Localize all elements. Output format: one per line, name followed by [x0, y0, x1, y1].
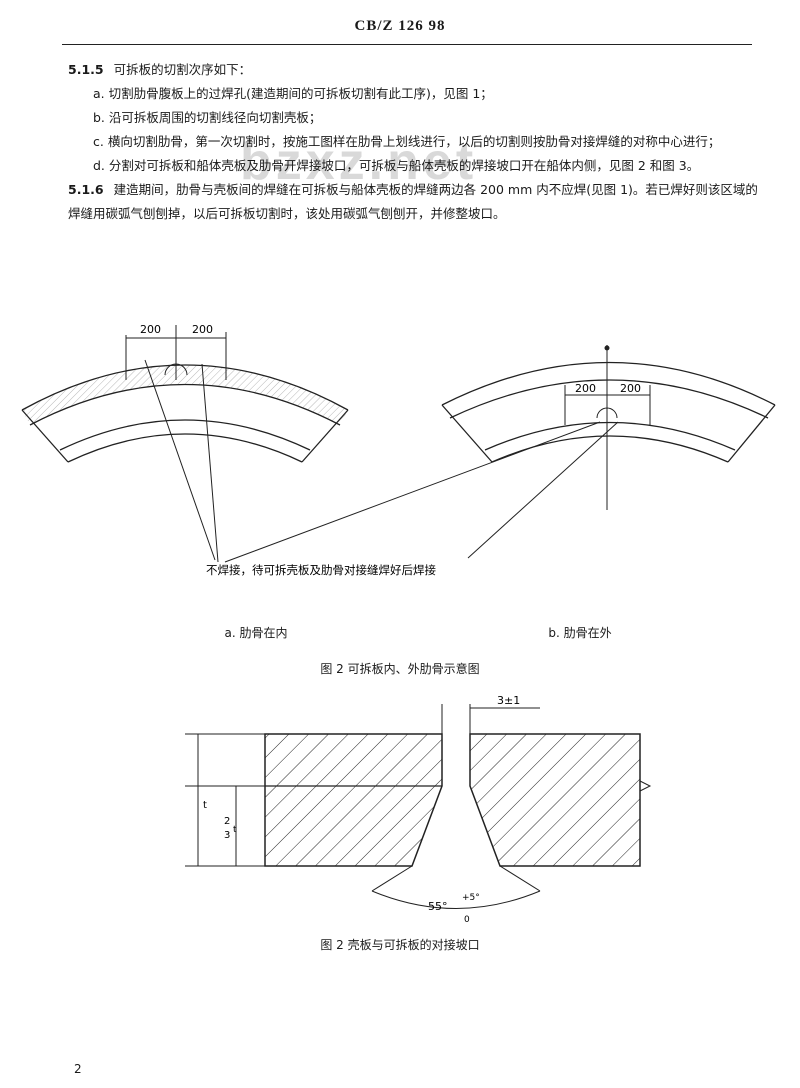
dim-label: 200: [620, 382, 641, 395]
body-text: 5.1.5 可拆板的切割次序如下： a. 切割肋骨腹板上的过焊孔(建造期间的可拆板…: [68, 58, 758, 226]
gap-label: 3±1: [497, 694, 520, 707]
angle-tol-lower: 0: [464, 915, 470, 925]
section-number: 5.1.5: [68, 62, 104, 77]
dimension-left-a: [125, 325, 227, 380]
plate-right: [469, 733, 641, 867]
page-number: 2: [74, 1062, 82, 1076]
list-item-c: c. 横向切割肋骨，第一次切割时，按施工图样在肋骨上划线进行，以后的切割则按肋骨…: [93, 134, 721, 149]
list-item-b: b. 沿可拆板周围的切割线径向切割壳板；: [93, 110, 322, 125]
figure-3-caption: 图 2 壳板与可拆板的对接坡口: [320, 938, 480, 952]
dim-label: 200: [192, 323, 213, 336]
angle-label: 55°: [428, 900, 448, 913]
fraction-num: 2: [224, 816, 230, 827]
thickness-dimension: [197, 734, 237, 866]
section-text: 建造期间，肋骨与壳板间的焊缝在可拆板与船体壳板的焊缝两边各 200 mm 内不应…: [68, 182, 758, 221]
fraction-den: 3: [224, 830, 230, 841]
list-item-a: a. 切割肋骨腹板上的过焊孔(建造期间的可拆板切割有此工序)，见图 1；: [93, 86, 493, 101]
section-number: 5.1.6: [68, 182, 104, 197]
figure-2-caption: 图 2 可拆板内、外肋骨示意图: [320, 662, 480, 676]
subcaption-a: a. 肋骨在内: [224, 626, 288, 640]
list-item-d: d. 分割对可拆板和船体壳板及肋骨开焊接坡口，可拆板与船体壳板的焊接坡口开在船体…: [93, 158, 700, 173]
subcaption-b: b. 肋骨在外: [548, 626, 612, 640]
figure-2-drawing: 200 200 200 200 不焊接，待可拆壳板及肋骨对接缝焊好后焊接: [21, 323, 776, 577]
shell-arc-right: [441, 361, 776, 463]
figure-note: 不焊接，待可拆壳板及肋骨对接缝焊好后焊接: [206, 563, 436, 577]
dim-label: 200: [140, 323, 161, 336]
dimension-right-b: [564, 345, 651, 510]
thickness-label: t: [203, 800, 207, 811]
figure-3-drawing: 3±1 t 2 3 t 55° +5° 0: [185, 694, 652, 925]
angle-arc: [371, 890, 541, 909]
fraction-t: t: [233, 825, 237, 835]
header-code: CB/Z 126 98: [354, 18, 446, 34]
watermark: bzxz.net: [240, 133, 478, 191]
gap-dimension: [441, 704, 540, 734]
section-text: 可拆板的切割次序如下：: [113, 62, 252, 77]
angle-tol-upper: +5°: [462, 893, 480, 903]
paragraph-5-1-5: 5.1.5 可拆板的切割次序如下：: [68, 58, 758, 82]
plate-left: [264, 733, 443, 867]
dim-label: 200: [575, 382, 596, 395]
header-rule: [62, 44, 752, 45]
